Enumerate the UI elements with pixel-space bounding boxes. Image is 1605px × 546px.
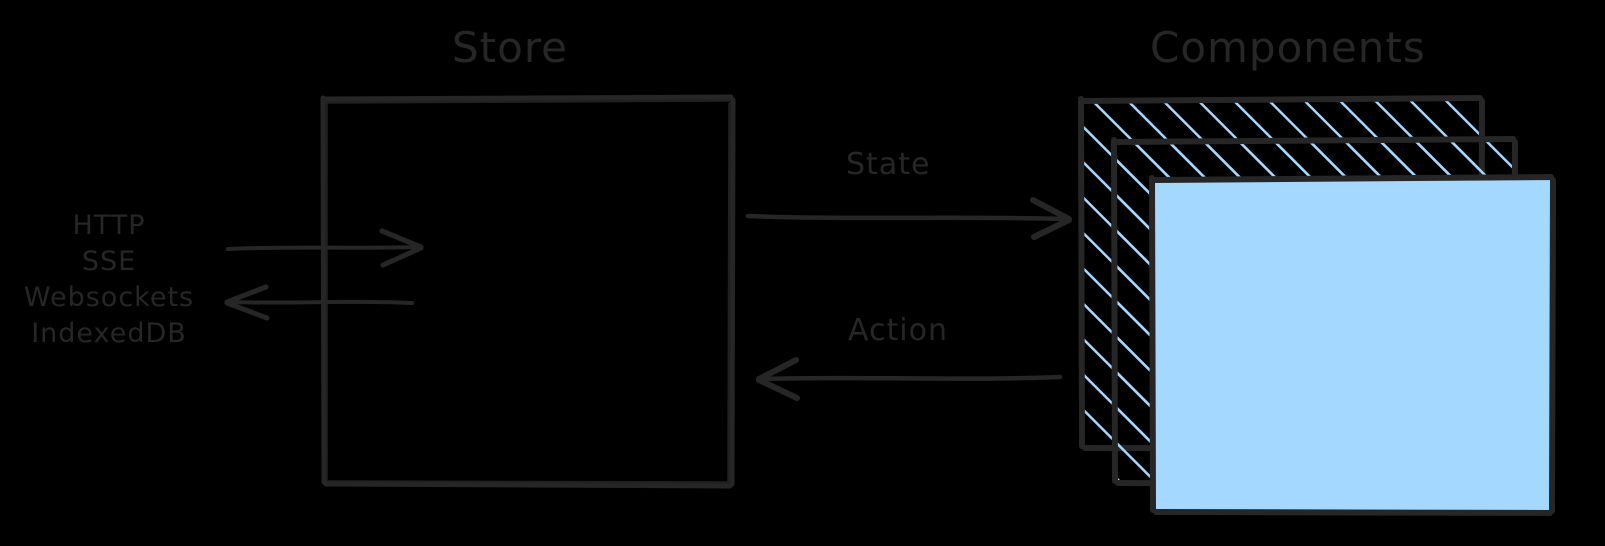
egress-arrow xyxy=(224,284,414,321)
state-arrow xyxy=(745,197,1072,240)
page-title-store: Store xyxy=(452,23,569,72)
action-arrow xyxy=(756,357,1063,401)
source-line-websockets: Websockets xyxy=(23,281,195,313)
source-line-sse: SSE xyxy=(81,245,137,277)
source-line-http: HTTP xyxy=(72,210,146,241)
state-arrow-label: State xyxy=(846,147,931,182)
ingress-arrow xyxy=(226,228,424,268)
source-line-indexeddb: IndexedDB xyxy=(31,317,187,349)
data-sources-label: HTTP SSE Websockets IndexedDB xyxy=(14,208,204,352)
action-arrow-label: Action xyxy=(848,313,948,348)
page-title-components: Components xyxy=(1150,23,1426,72)
component-layer-front xyxy=(1149,174,1556,516)
store-box xyxy=(320,94,736,489)
